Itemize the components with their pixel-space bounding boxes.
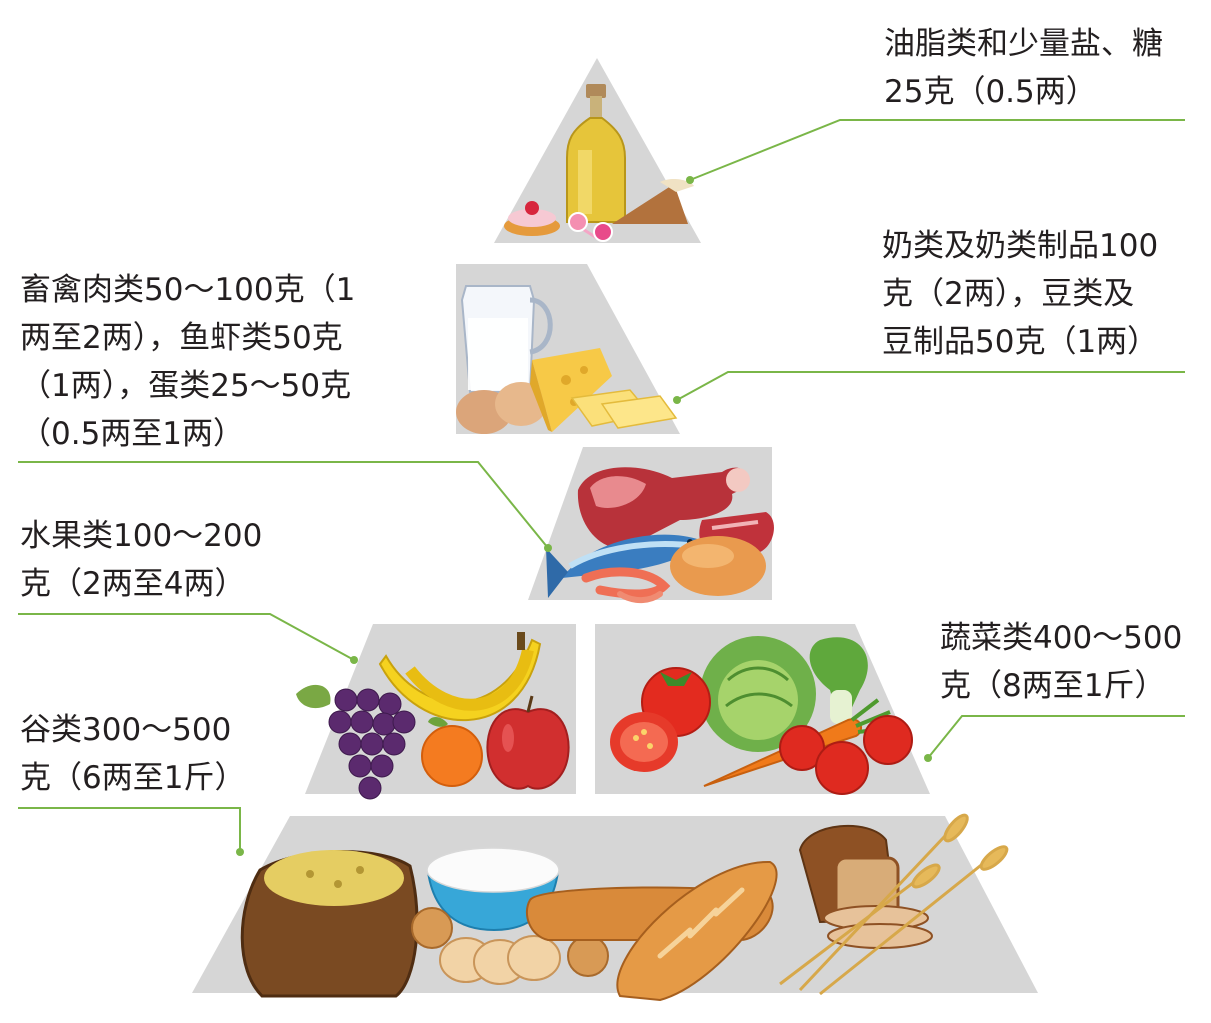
label-line: 豆制品50克（1两） — [882, 318, 1158, 366]
leader-dot-grain — [236, 848, 244, 856]
label-line: 畜禽肉类50～100克（1 — [20, 266, 355, 314]
label-oils-sugar-salt: 油脂类和少量盐、糖 25克（0.5两） — [884, 20, 1163, 116]
label-line: 克（2两至4两） — [20, 560, 262, 608]
grain-sack-illustration — [242, 850, 417, 996]
leader-dot-vegetable — [924, 754, 932, 762]
label-line: 克（8两至1斤） — [940, 662, 1182, 710]
leader-dot-dairy — [673, 396, 681, 404]
label-line: 谷类300～500 — [20, 706, 245, 754]
leader-dot-fruit — [350, 656, 358, 664]
label-vegetables: 蔬菜类400～500 克（8两至1斤） — [940, 614, 1182, 710]
roast-chicken-illustration — [670, 536, 766, 596]
leader-line-dairy — [677, 372, 1185, 400]
leader-line-oils — [690, 120, 1185, 180]
label-line: 克（6两至1斤） — [20, 754, 245, 802]
leader-line-fruit — [18, 614, 354, 660]
label-line: （0.5两至1两） — [20, 410, 355, 458]
label-line: 克（2两），豆类及 — [882, 270, 1158, 318]
label-dairy-beans: 奶类及奶类制品100 克（2两），豆类及 豆制品50克（1两） — [882, 222, 1158, 366]
label-meat-fish-eggs: 畜禽肉类50～100克（1 两至2两），鱼虾类50克 （1两），蛋类25～50克… — [20, 266, 355, 458]
label-line: 油脂类和少量盐、糖 — [884, 20, 1163, 68]
leader-dot-meat — [544, 544, 552, 552]
label-line: 奶类及奶类制品100 — [882, 222, 1158, 270]
label-grains: 谷类300～500 克（6两至1斤） — [20, 706, 245, 802]
label-line: 25克（0.5两） — [884, 68, 1163, 116]
leader-dot-oils — [686, 176, 694, 184]
leader-line-grain — [18, 808, 240, 852]
label-line: （1两），蛋类25～50克 — [20, 362, 355, 410]
label-fruit: 水果类100～200 克（2两至4两） — [20, 512, 262, 608]
label-line: 水果类100～200 — [20, 512, 262, 560]
leader-line-vegetable — [928, 716, 1185, 758]
label-line: 两至2两），鱼虾类50克 — [20, 314, 355, 362]
label-line: 蔬菜类400～500 — [940, 614, 1182, 662]
